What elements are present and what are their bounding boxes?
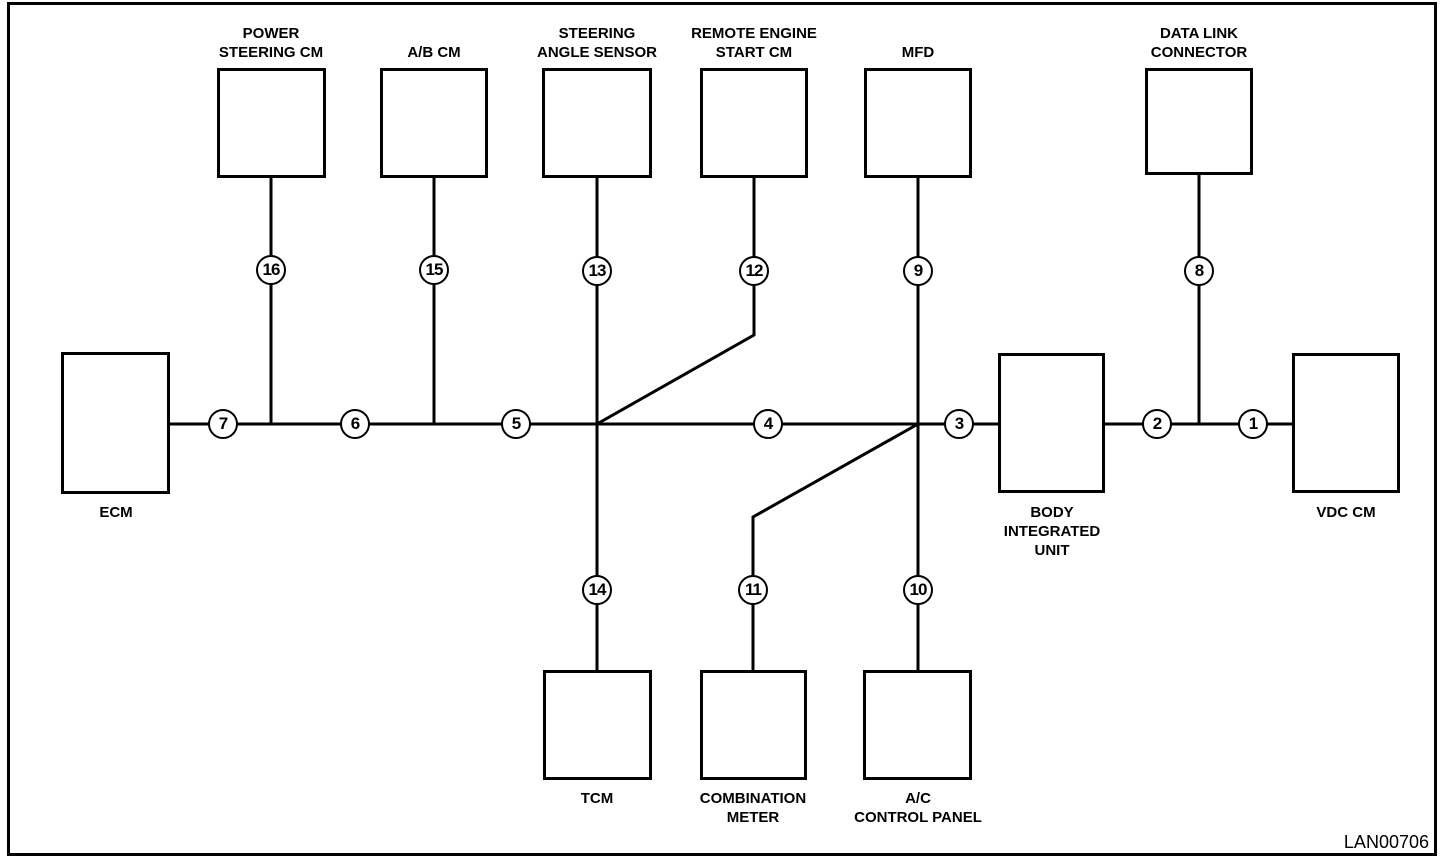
label-line: REMOTE ENGINE xyxy=(691,25,817,42)
ecm-box xyxy=(61,352,170,494)
label-line: VDC CM xyxy=(1316,504,1376,521)
vdc-cm-box xyxy=(1292,353,1400,493)
ac-control-panel-box xyxy=(863,670,972,780)
label-line: CONNECTOR xyxy=(1150,44,1248,61)
steering-angle-sensor-box xyxy=(542,68,652,178)
ecm-label: ECM xyxy=(99,503,132,522)
mfd-box xyxy=(864,68,972,178)
tcm-label: TCM xyxy=(581,789,614,808)
mfd-label: MFD xyxy=(902,43,935,62)
label-line: MFD xyxy=(901,44,935,61)
connector-3-badge: 3 xyxy=(944,409,974,439)
remote-engine-start-cm-box xyxy=(700,68,808,178)
remote-engine-start-cm-label: REMOTE ENGINE START CM xyxy=(691,24,817,62)
connector-5-badge: 5 xyxy=(501,409,531,439)
connector-6-badge: 6 xyxy=(340,409,370,439)
vdc-cm-label: VDC CM xyxy=(1316,503,1375,522)
connector-9-badge: 9 xyxy=(903,256,933,286)
connector-8-badge: 8 xyxy=(1184,256,1214,286)
tcm-box xyxy=(543,670,652,780)
connector-12-badge: 12 xyxy=(739,256,769,286)
label-line: COMBINATION xyxy=(699,790,807,807)
label-line: TCM xyxy=(580,790,614,807)
connector-7-badge: 7 xyxy=(208,409,238,439)
label-line: UNIT xyxy=(1034,542,1070,559)
connector-13-badge: 13 xyxy=(582,256,612,286)
label-line: CONTROL PANEL xyxy=(854,809,982,826)
connector-15-badge: 15 xyxy=(419,255,449,285)
connector-1-badge: 1 xyxy=(1238,409,1268,439)
ac-control-panel-label: A/C CONTROL PANEL xyxy=(854,789,982,827)
diagram-border xyxy=(7,2,1437,856)
combination-meter-box xyxy=(700,670,807,780)
connector-14-badge: 14 xyxy=(582,575,612,605)
label-line: STEERING xyxy=(558,25,636,42)
connector-4-badge: 4 xyxy=(753,409,783,439)
combination-meter-line xyxy=(751,422,919,670)
label-line: INTEGRATED xyxy=(1003,523,1101,540)
label-line: ECM xyxy=(99,504,133,521)
label-line: BODY xyxy=(1030,504,1074,521)
connector-2-badge: 2 xyxy=(1142,409,1172,439)
label-line: START CM xyxy=(715,44,793,61)
combination-meter-label: COMBINATION METER xyxy=(700,789,806,827)
power-steering-cm-label: POWER STEERING CM xyxy=(219,24,323,62)
body-integrated-unit-label: BODY INTEGRATED UNIT xyxy=(1004,503,1100,560)
ab-cm-label: A/B CM xyxy=(407,43,460,62)
data-link-connector-box xyxy=(1145,68,1253,175)
figure-code: LAN00706 xyxy=(1343,832,1429,852)
label-line: DATA LINK xyxy=(1159,25,1239,42)
steering-angle-sensor-label: STEERING ANGLE SENSOR xyxy=(537,24,657,62)
connector-10-badge: 10 xyxy=(903,575,933,605)
data-link-connector-label: DATA LINK CONNECTOR xyxy=(1151,24,1247,62)
connector-11-badge: 11 xyxy=(738,575,768,605)
remote-engine-start-cm-line xyxy=(596,178,756,426)
power-steering-cm-box xyxy=(217,68,326,178)
label-line: A/C xyxy=(905,790,931,807)
body-integrated-unit-box xyxy=(998,353,1105,493)
label-line: ANGLE SENSOR xyxy=(536,44,658,61)
connector-16-badge: 16 xyxy=(256,255,286,285)
label-line: A/B CM xyxy=(407,44,461,61)
label-line: POWER xyxy=(242,25,300,42)
ab-cm-box xyxy=(380,68,488,178)
label-line: METER xyxy=(726,809,780,826)
label-line: STEERING CM xyxy=(218,44,324,61)
